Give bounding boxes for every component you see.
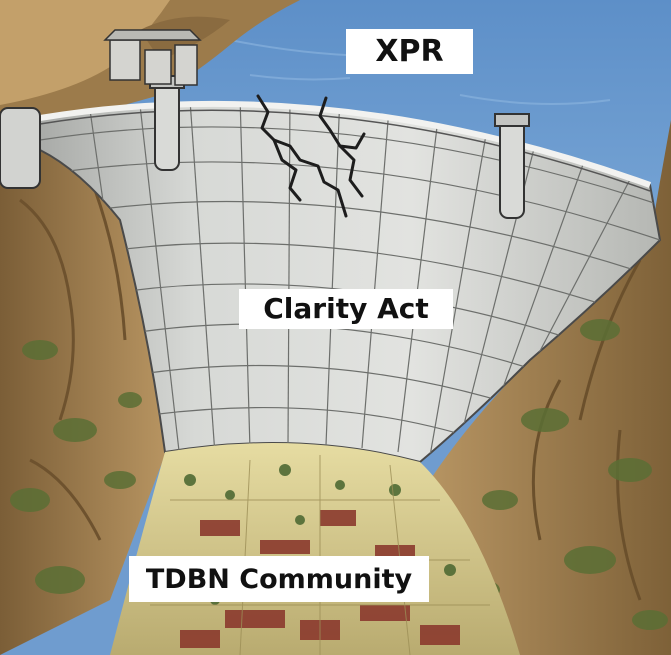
dam-crack-icon — [256, 94, 366, 218]
town-label: TDBN Community — [129, 556, 429, 602]
dam-label: Clarity Act — [239, 289, 453, 329]
reservoir-label: XPR — [346, 29, 473, 74]
